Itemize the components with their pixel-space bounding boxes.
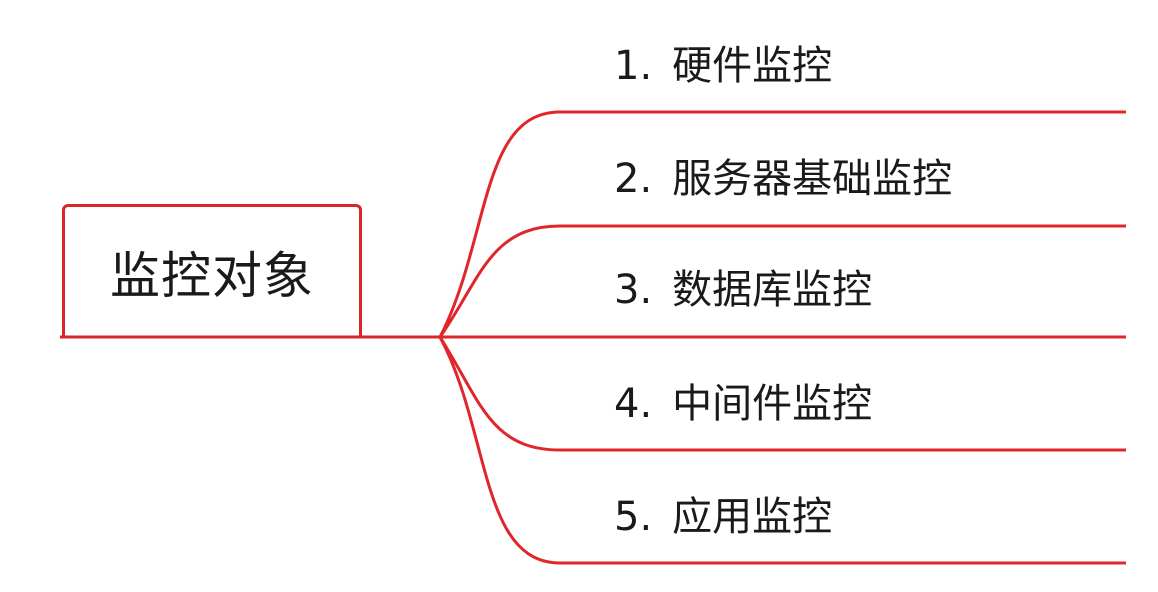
- branch-label: 中间件监控: [672, 381, 873, 427]
- branch-connector-5: [438, 336, 1126, 565]
- branch-node-1: 1. 硬件监控: [614, 42, 832, 90]
- branch-label: 应用监控: [672, 494, 833, 540]
- branch-number: 1.: [614, 43, 653, 89]
- branch-label: 数据库监控: [672, 267, 873, 313]
- branch-number: 3.: [614, 267, 653, 313]
- branch-number: 2.: [614, 156, 653, 202]
- branch-label: 服务器基础监控: [672, 156, 953, 202]
- branch-label: 硬件监控: [672, 43, 833, 89]
- branch-connector-1: [438, 110, 1126, 338]
- root-label: 监控对象: [110, 246, 314, 305]
- root-node: 监控对象: [62, 204, 362, 336]
- branch-node-3: 3. 数据库监控: [614, 266, 872, 314]
- branch-connector-4: [438, 336, 1126, 452]
- branch-number: 5.: [614, 494, 653, 540]
- branch-node-2: 2. 服务器基础监控: [614, 155, 952, 203]
- branch-connector-2: [438, 224, 1126, 338]
- branch-number: 4.: [614, 381, 653, 427]
- branch-node-4: 4. 中间件监控: [614, 380, 872, 428]
- branch-node-5: 5. 应用监控: [614, 493, 832, 541]
